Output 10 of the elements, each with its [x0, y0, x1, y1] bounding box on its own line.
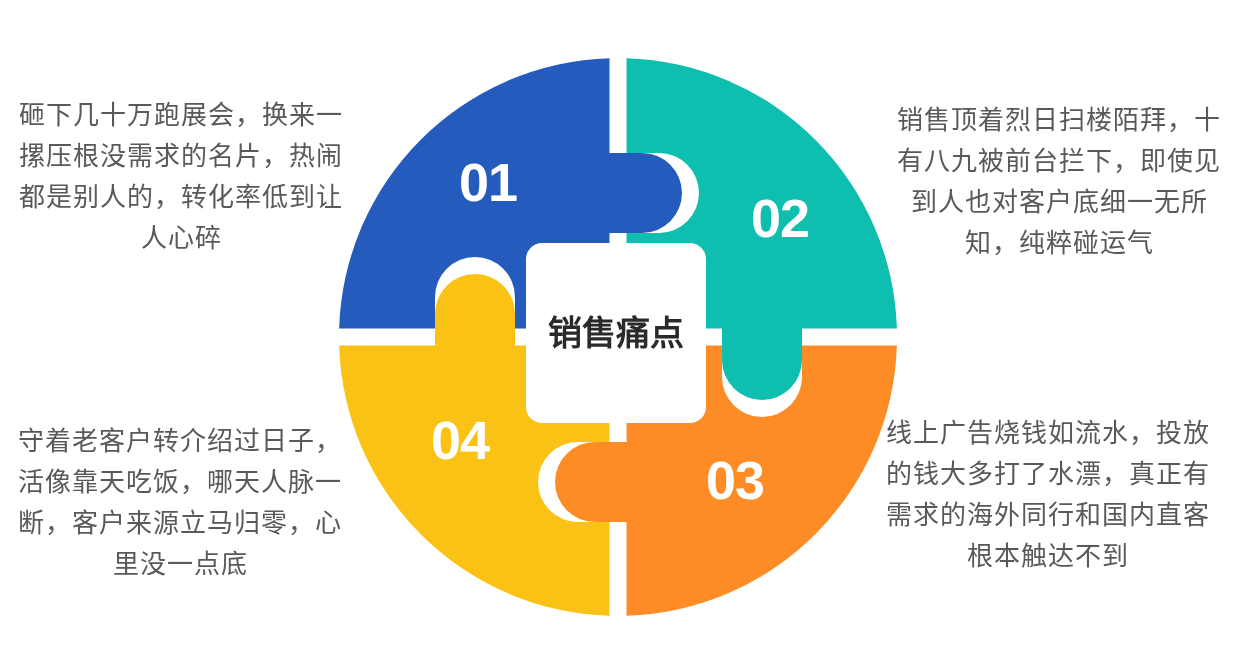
description-text: 守着老客户转介绍过日子，活像靠天吃饭，哪天人脉一断，客户来源立马归零，心里没一点底	[17, 425, 343, 581]
step-number: 02	[750, 189, 810, 247]
center-title: 销售痛点	[548, 312, 684, 355]
description-text: 线上广告烧钱如流水，投放的钱大多打了水漂，真正有需求的海外同行和国内直客根本触达不到	[885, 417, 1211, 573]
center-card	[526, 243, 706, 423]
description-text: 销售顶着烈日扫楼陌拜，十有八九被前台拦下，即使见到人也对客户底细一无所知，纯粹碰运气	[896, 104, 1222, 260]
step-number: 03	[705, 451, 765, 509]
description-text: 砸下几十万跑展会，换来一摞压根没需求的名片，热闹都是别人的，转化率低到让人心碎	[18, 99, 344, 255]
step-number: 04	[430, 411, 490, 469]
step-number: 01	[458, 153, 518, 211]
